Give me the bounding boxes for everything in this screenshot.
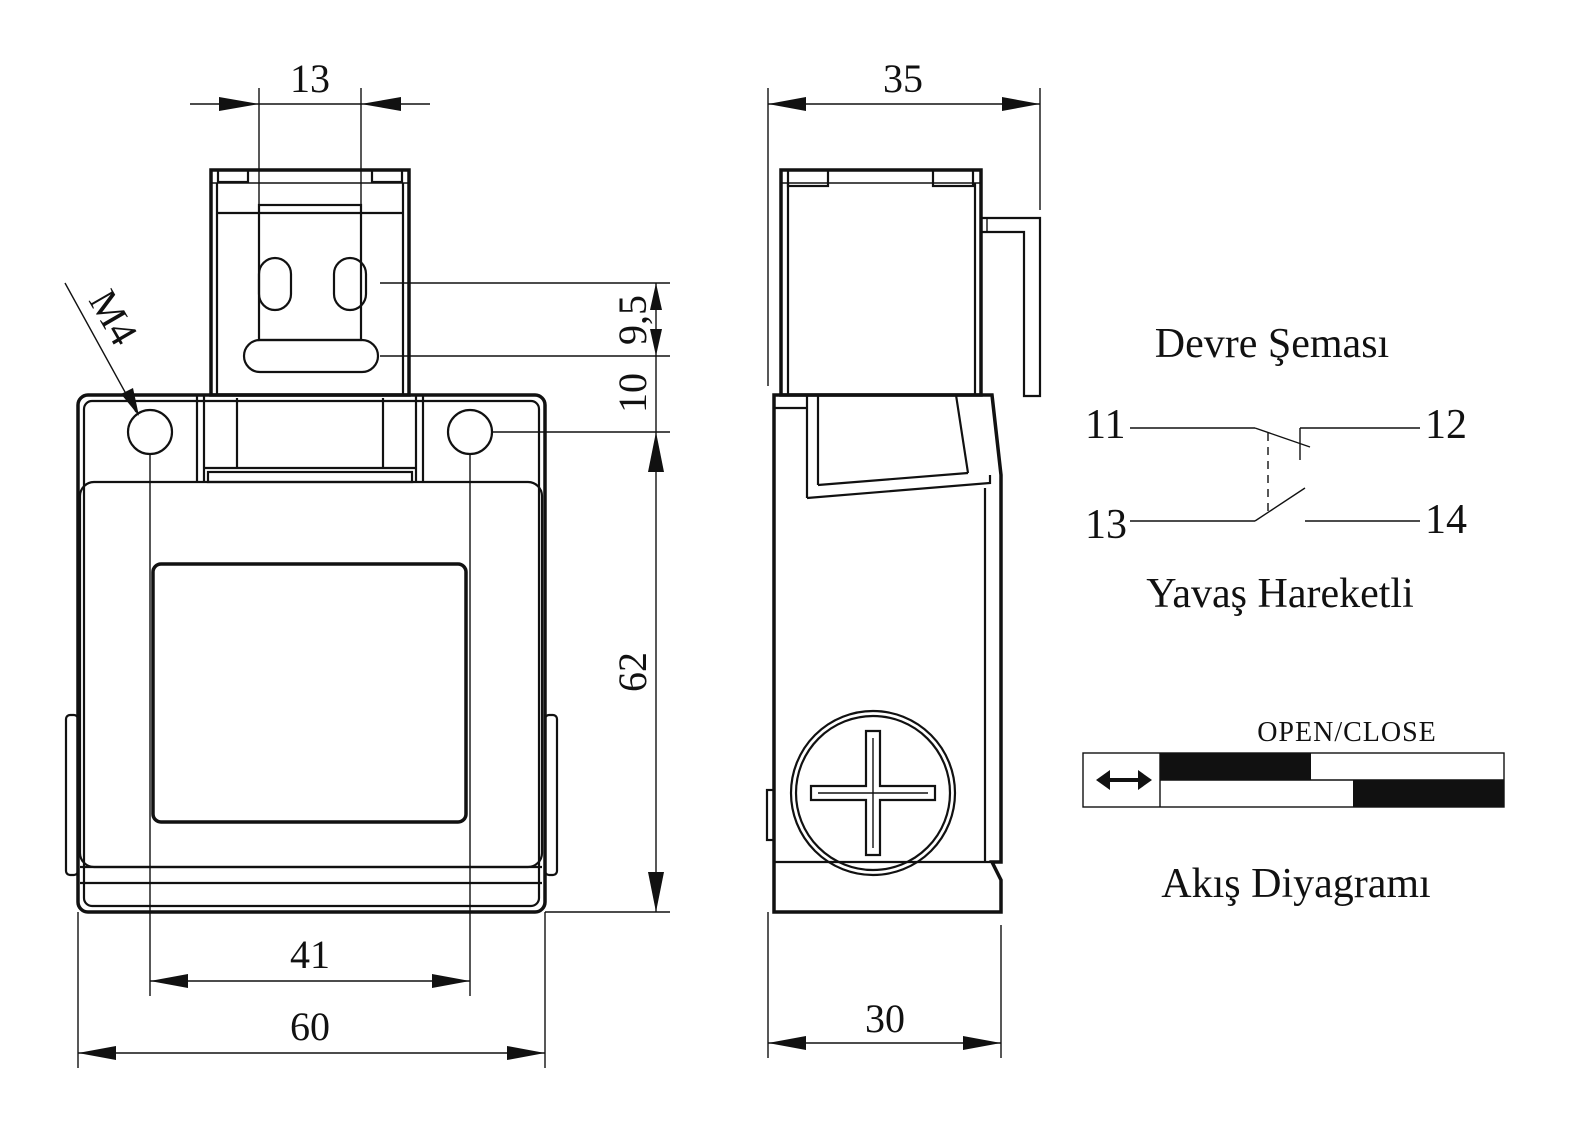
mounting-hole-left	[126, 408, 174, 456]
dim-overall-width-value: 60	[290, 1004, 330, 1049]
actuator-head	[209, 168, 411, 397]
side-head	[779, 168, 1042, 398]
dim-hole-spacing: 41	[149, 454, 471, 996]
flow-bar-close	[1353, 780, 1504, 807]
dim-bottom-depth: 30	[767, 912, 1002, 1058]
dim-body-height-value: 62	[610, 652, 655, 692]
flow-title: Akış Diyagramı	[1161, 861, 1430, 907]
flow-header: OPEN/CLOSE	[1257, 717, 1437, 748]
dim-slot-offset-value: 9,5	[610, 295, 655, 345]
double-arrow-icon	[1096, 770, 1152, 790]
terminal-12: 12	[1425, 402, 1467, 448]
dim-top-width-value: 13	[290, 56, 330, 101]
switch-body	[64, 393, 559, 914]
dim-body-height: 62	[545, 432, 670, 913]
circuit-diagram: Devre Şeması 11 12 13 14 Yavaş Hareketli	[1085, 321, 1467, 617]
dim-overall-width: 60	[77, 912, 546, 1068]
flow-bar-open	[1160, 753, 1311, 780]
terminal-14: 14	[1425, 497, 1467, 543]
dim-top-depth-value: 35	[883, 56, 923, 101]
dim-slot-to-hole-value: 10	[610, 373, 655, 413]
dim-top-width: 13	[190, 56, 430, 205]
cross-cap	[789, 709, 957, 877]
dim-vertical-small: 9,5 10	[380, 282, 670, 433]
dim-hole-spacing-value: 41	[290, 932, 330, 977]
circuit-title: Devre Şeması	[1155, 321, 1389, 367]
front-view: 13 9,5 10 62 41	[64, 56, 670, 1068]
terminal-13: 13	[1085, 502, 1127, 548]
dim-top-depth: 35	[767, 56, 1041, 386]
thread-label: M4	[80, 282, 147, 353]
side-view: 35 30	[765, 56, 1042, 1058]
terminal-11: 11	[1085, 402, 1125, 448]
action-label: Yavaş Hareketli	[1146, 571, 1414, 617]
dim-bottom-depth-value: 30	[865, 996, 905, 1041]
side-body	[765, 393, 1003, 914]
flow-diagram: OPEN/CLOSE Akış Diyagramı	[1082, 717, 1505, 907]
mounting-hole-right	[446, 408, 494, 456]
